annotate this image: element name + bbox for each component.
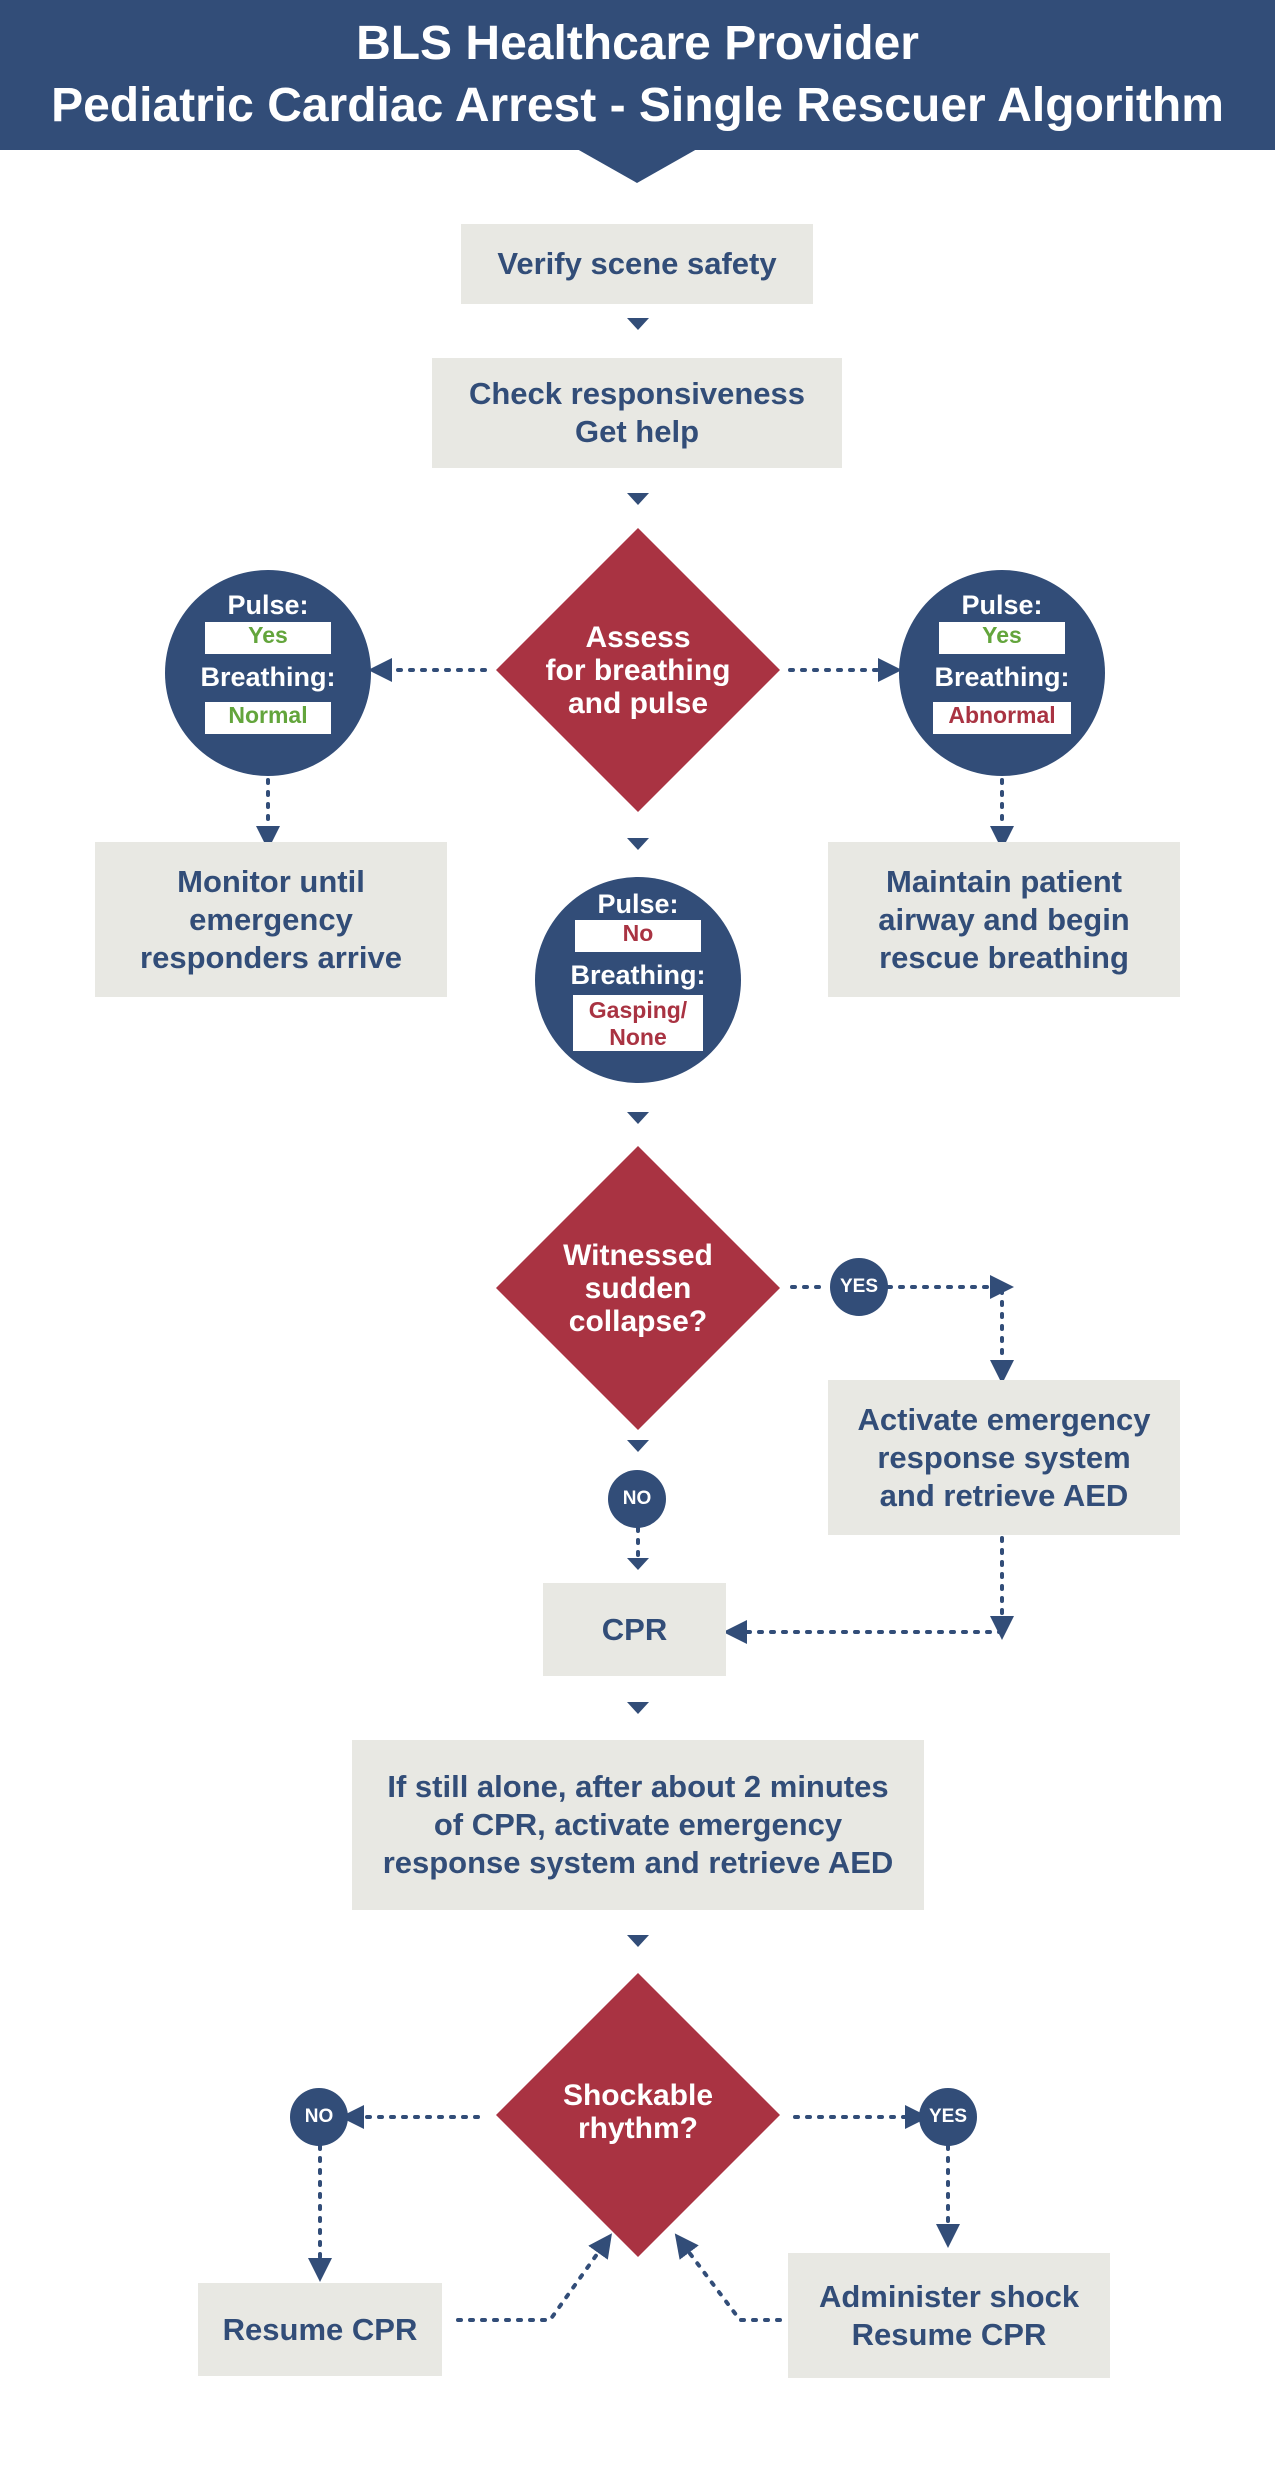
cpr-box: CPR	[543, 1583, 726, 1676]
center-breathing-label: Breathing:	[570, 960, 706, 990]
witnessed-no-badge: NO	[608, 1470, 666, 1528]
witnessed-line-3: collapse?	[568, 1304, 708, 1338]
alone-line-2: of CPR, activate emergency	[433, 1807, 843, 1842]
verify-text: Verify scene safety	[497, 246, 777, 281]
arrow-center-witnessed	[627, 1112, 649, 1124]
assess-line-1: Assess	[585, 620, 691, 654]
diamond-assess	[496, 528, 780, 812]
center-breathing-line-1: Gasping/	[588, 997, 688, 1023]
witnessed-line-2: sudden	[584, 1271, 692, 1305]
witnessed-yes-badge: YES	[830, 1258, 888, 1316]
monitor-line-2: emergency	[189, 901, 353, 937]
activate-line-2: response system	[877, 1439, 1131, 1475]
shock-line-2: Resume CPR	[851, 2316, 1047, 2352]
center-pulse-label: Pulse:	[597, 889, 679, 919]
center-breathing-line-2: None	[609, 1024, 667, 1050]
check-line-1: Check responsiveness	[468, 376, 805, 411]
center-pulse-value: No	[575, 920, 701, 952]
diamond-witnessed	[496, 1146, 780, 1430]
header-notch	[577, 149, 697, 183]
title-line-2: Pediatric Cardiac Arrest - Single Rescue…	[51, 79, 1224, 132]
check-responsiveness-box: Check responsiveness Get help	[432, 358, 842, 468]
right-pulse-label: Pulse:	[961, 590, 1043, 620]
activate-line-1: Activate emergency	[857, 1401, 1151, 1437]
witnessed-line-1: Witnessed	[563, 1238, 713, 1272]
line-resume-loop	[456, 2233, 612, 2322]
administer-shock-box: Administer shock Resume CPR	[788, 2253, 1110, 2378]
activate-ems-box: Activate emergency response system and r…	[828, 1380, 1180, 1535]
state-circle-right: Pulse: Yes Breathing: Abnormal	[899, 570, 1105, 776]
line-shock-loop	[674, 2233, 782, 2322]
left-breathing-label: Breathing:	[200, 662, 336, 692]
arrow-check-assess	[627, 493, 649, 505]
maintain-airway-box: Maintain patient airway and begin rescue…	[828, 842, 1180, 997]
title-line-1: BLS Healthcare Provider	[356, 17, 919, 70]
still-alone-box: If still alone, after about 2 minutes of…	[352, 1740, 924, 1910]
shockable-yes-badge: YES	[919, 2088, 977, 2146]
down-arrows	[627, 318, 649, 1947]
center-breathing-value: Gasping/ None	[573, 995, 703, 1051]
diamonds	[496, 528, 780, 2257]
monitor-box: Monitor until emergency responders arriv…	[95, 842, 447, 997]
cpr-text: CPR	[601, 1611, 668, 1647]
maintain-line-2: airway and begin	[878, 901, 1130, 937]
left-breathing-value: Normal	[205, 702, 331, 734]
shockable-decision-label: Shockable rhythm?	[500, 2062, 776, 2162]
monitor-line-1: Monitor until	[177, 863, 365, 899]
arrow-alone-shockable	[627, 1935, 649, 1947]
maintain-line-3: rescue breathing	[879, 939, 1129, 975]
shockable-no-badge: NO	[290, 2088, 348, 2146]
arrow-no-cpr	[627, 1558, 649, 1570]
check-line-2: Get help	[574, 414, 699, 449]
shockable-line-1: Shockable	[562, 2079, 714, 2112]
shock-line-1: Administer shock	[818, 2278, 1080, 2314]
right-pulse-value: Yes	[939, 622, 1065, 654]
right-breathing-value: Abnormal	[933, 702, 1071, 734]
header-banner: BLS Healthcare Provider Pediatric Cardia…	[0, 0, 1275, 150]
maintain-line-1: Maintain patient	[886, 863, 1122, 899]
shockable-line-2: rhythm?	[578, 2112, 698, 2145]
diamond-shockable	[496, 1973, 780, 2257]
monitor-line-3: responders arrive	[140, 939, 402, 975]
witnessed-decision-label: Witnessed sudden collapse?	[500, 1218, 776, 1358]
arrow-cpr-alone	[627, 1702, 649, 1714]
arrow-witnessed-no	[627, 1440, 649, 1452]
resume-text: Resume CPR	[222, 2311, 418, 2347]
arrow-assess-center	[627, 838, 649, 850]
left-pulse-value: Yes	[205, 622, 331, 654]
state-circle-left: Pulse: Yes Breathing: Normal	[165, 570, 371, 776]
arrow-verify-check	[627, 318, 649, 330]
alone-line-1: If still alone, after about 2 minutes	[387, 1769, 889, 1804]
dotted-lines	[256, 658, 1014, 2322]
assess-line-2: for breathing	[545, 653, 731, 687]
state-circle-center: Pulse: No Breathing: Gasping/ None	[535, 877, 741, 1083]
right-breathing-label: Breathing:	[934, 662, 1070, 692]
assess-decision-label: Assess for breathing and pulse	[500, 600, 776, 740]
resume-cpr-box: Resume CPR	[198, 2283, 442, 2376]
verify-scene-box: Verify scene safety	[461, 224, 813, 304]
activate-line-3: and retrieve AED	[879, 1477, 1129, 1513]
alone-line-3: response system and retrieve AED	[382, 1845, 894, 1880]
assess-line-3: and pulse	[567, 686, 709, 720]
left-pulse-label: Pulse:	[227, 590, 309, 620]
